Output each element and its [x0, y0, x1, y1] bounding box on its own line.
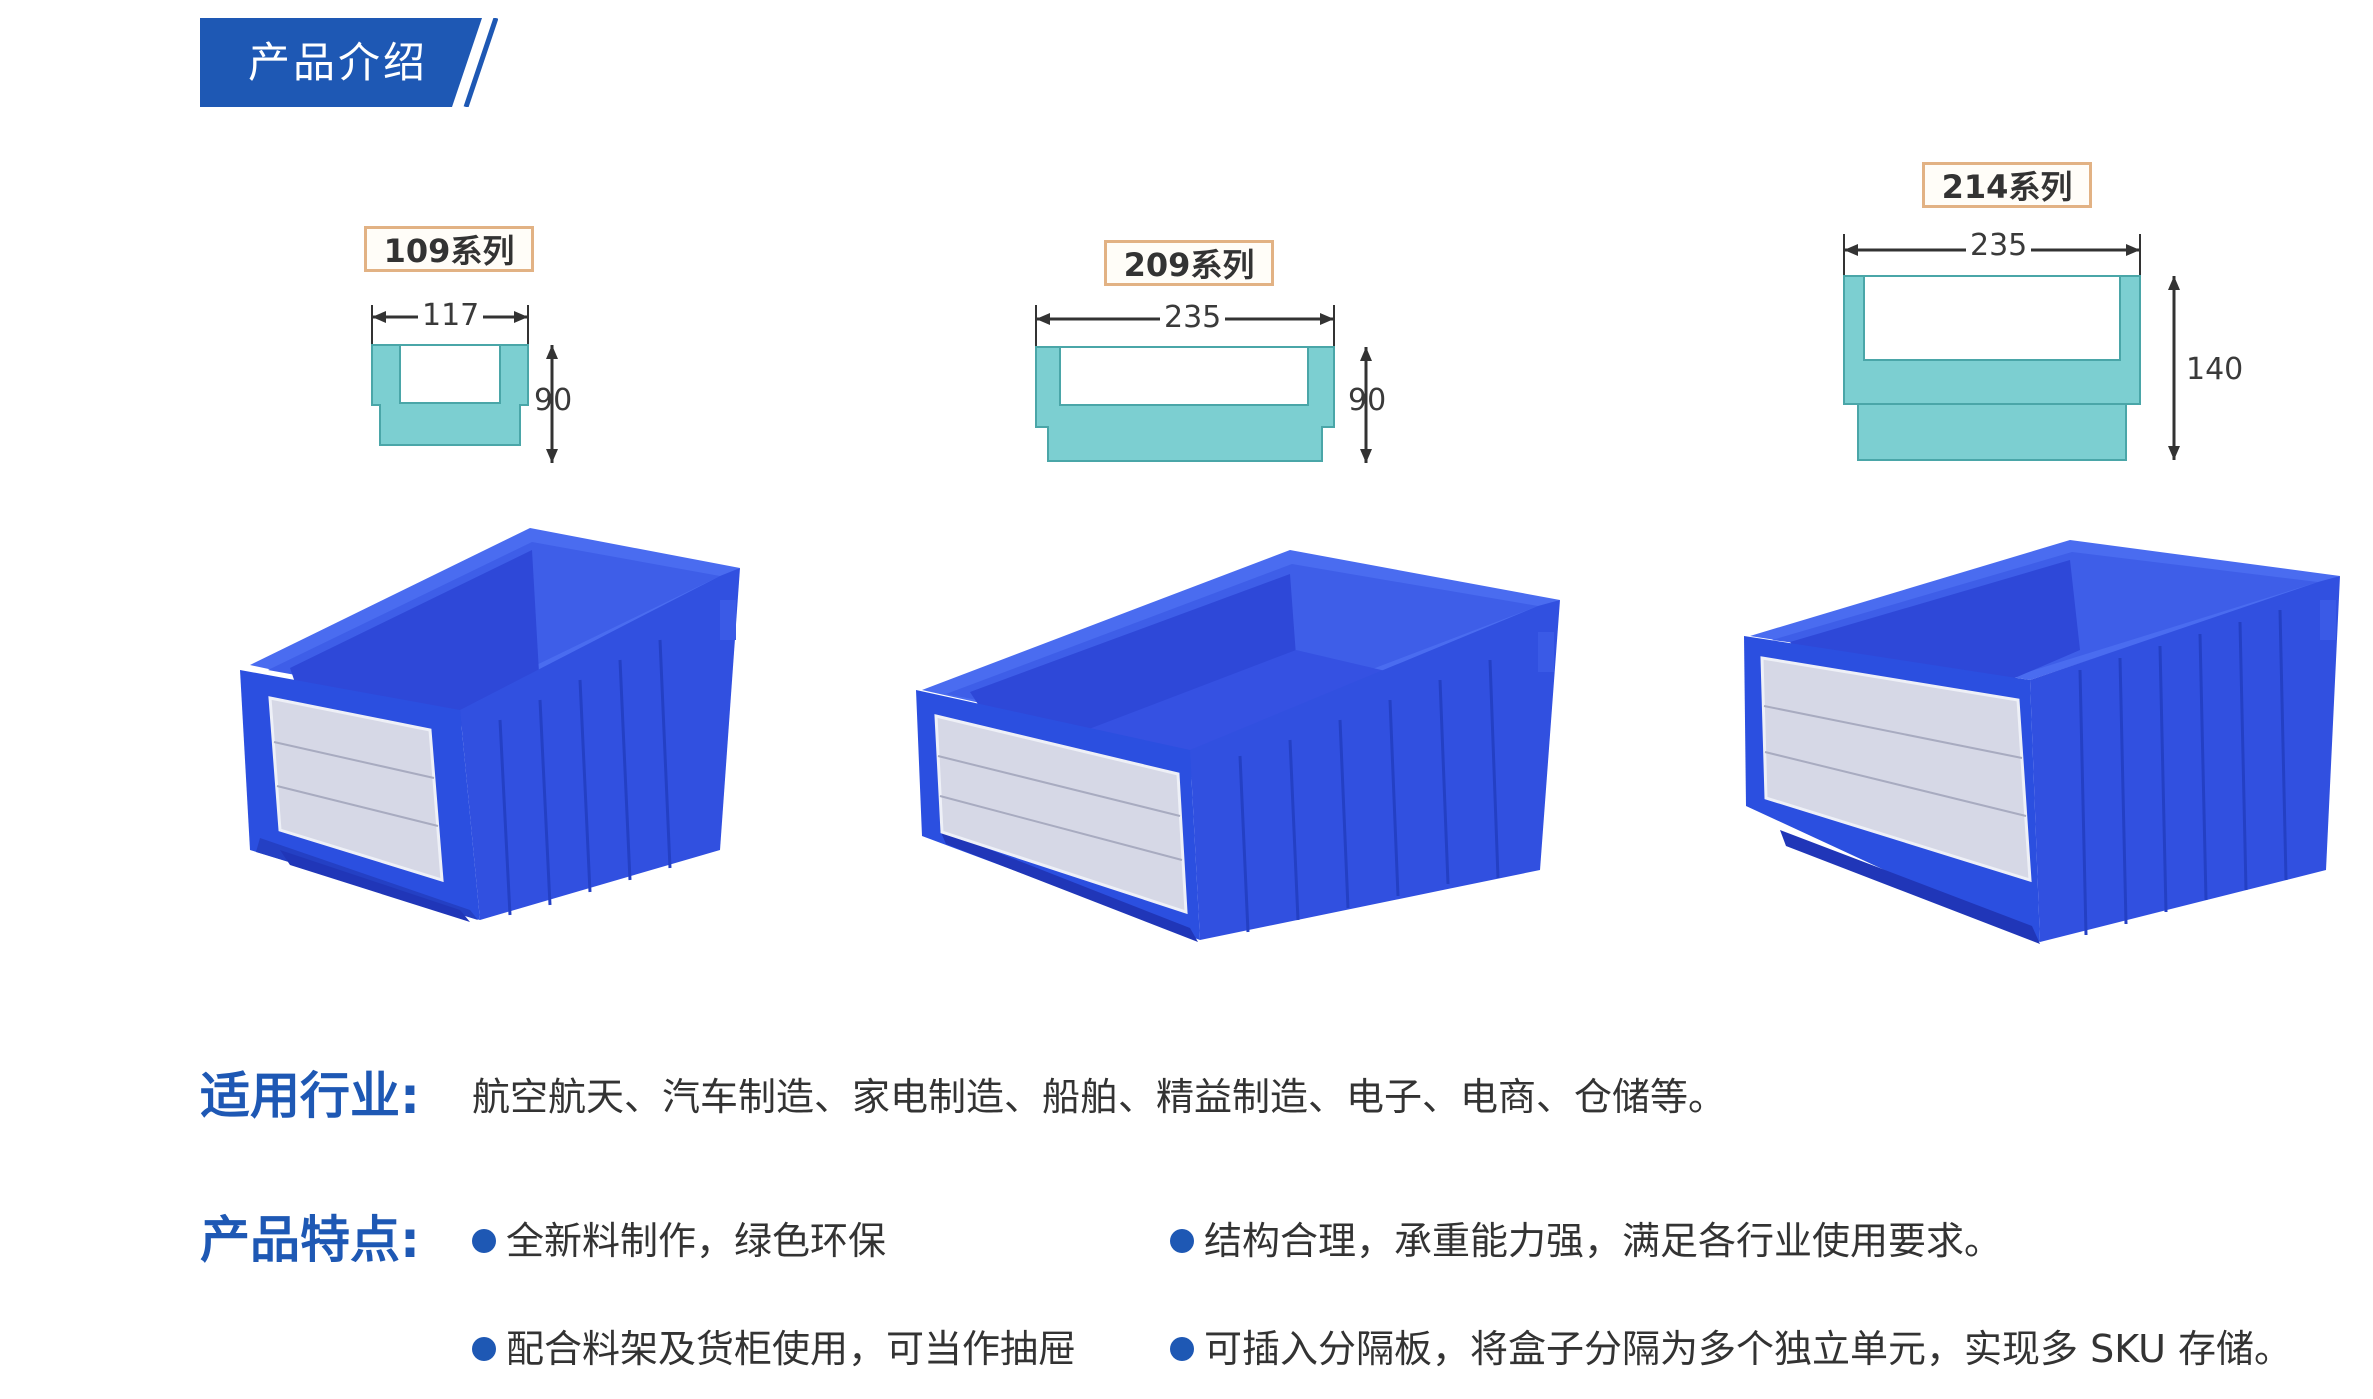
product-photo-214 [1744, 540, 2340, 944]
feature-item: 结构合理，承重能力强，满足各行业使用要求。 [1170, 1210, 2002, 1265]
bullet-dot-icon [472, 1228, 496, 1253]
series-214-diagram [1843, 234, 2180, 461]
feature-item: 可插入分隔板，将盒子分隔为多个独立单元，实现多 SKU 存储。 [1170, 1318, 2292, 1373]
section-header-tab: 产品介绍 [200, 18, 498, 107]
series-209-label: 209系列 [1104, 240, 1274, 286]
bullet-dot-icon [1170, 1336, 1194, 1361]
product-photo-209 [916, 550, 1560, 942]
header-tab-shape [200, 18, 498, 107]
features-title: 产品特点: [200, 1211, 420, 1269]
series-109-diagram [371, 305, 558, 463]
series-109-label: 109系列 [364, 226, 534, 272]
product-photo-109 [240, 528, 740, 922]
series-209-diagram [1035, 305, 1372, 463]
series-214-label: 214系列 [1922, 162, 2092, 208]
feature-item: 配合料架及货柜使用，可当作抽屉 [472, 1318, 1076, 1373]
bullet-dot-icon [472, 1336, 496, 1361]
bullet-dot-icon [1170, 1228, 1194, 1253]
feature-item: 全新料制作，绿色环保 [472, 1210, 886, 1265]
series-109-height: 90 [534, 383, 573, 418]
series-209-width: 235 [1160, 300, 1226, 335]
industries-title: 适用行业: [200, 1067, 420, 1125]
header-title: 产品介绍 [248, 38, 429, 87]
series-109-width: 117 [418, 298, 484, 333]
series-209-height: 90 [1348, 383, 1387, 418]
series-214-width: 235 [1966, 228, 2032, 263]
series-214-height: 140 [2186, 352, 2244, 387]
industries-text: 航空航天、汽车制造、家电制造、船舶、精益制造、电子、电商、仓储等。 [472, 1075, 1727, 1119]
